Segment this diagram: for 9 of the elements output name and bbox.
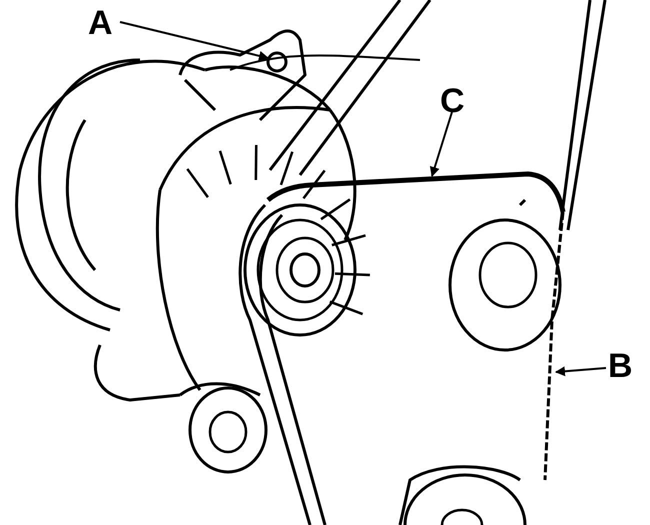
belt-run bbox=[544, 212, 564, 480]
callout-letter: C bbox=[440, 84, 465, 118]
callout-letter: A bbox=[88, 6, 113, 40]
callout-letter: B bbox=[608, 349, 633, 383]
leader-line bbox=[430, 112, 453, 177]
bolt-hole bbox=[266, 52, 288, 72]
leader-line bbox=[120, 21, 269, 61]
belt-run bbox=[266, 172, 566, 213]
leader-line bbox=[555, 366, 606, 376]
